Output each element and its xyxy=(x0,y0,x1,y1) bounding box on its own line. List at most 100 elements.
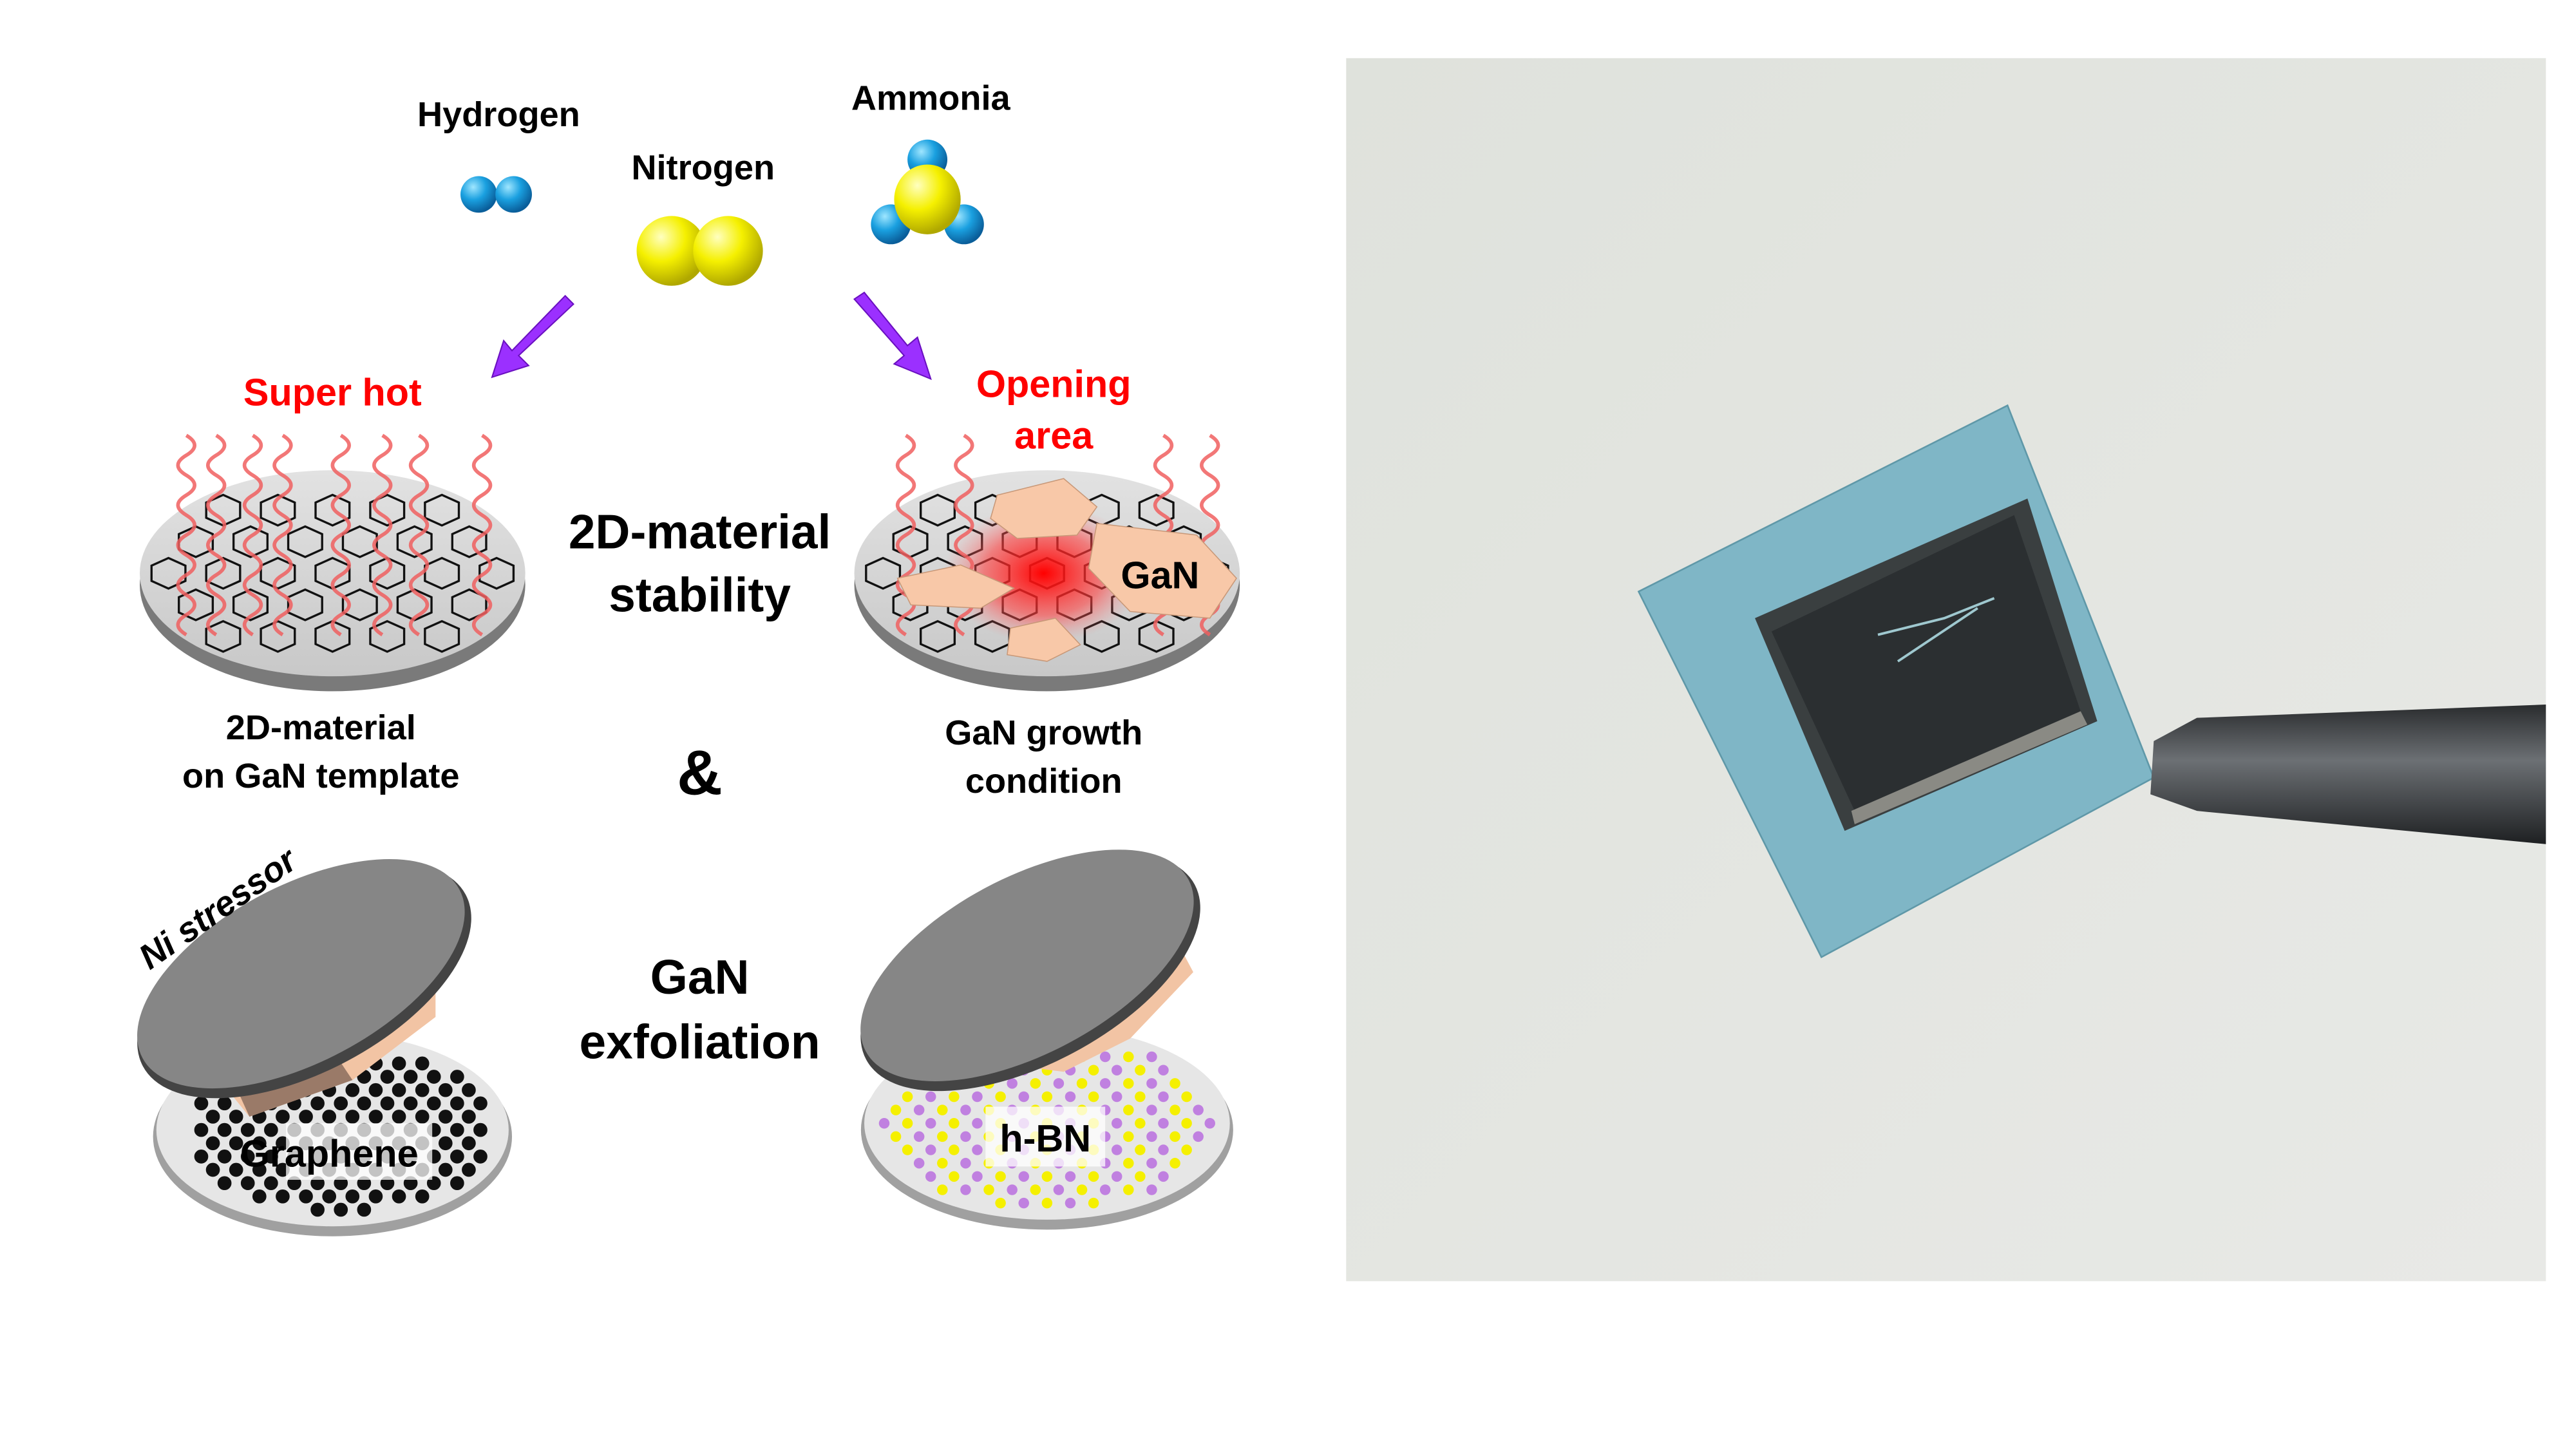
atom xyxy=(1099,1184,1111,1195)
atom xyxy=(1041,1197,1053,1209)
atom xyxy=(1053,1184,1065,1195)
atom xyxy=(1007,1184,1018,1195)
exfoliation-label-line1: GaN xyxy=(650,950,750,1004)
atom xyxy=(415,1189,430,1204)
atom xyxy=(426,1070,441,1084)
atom xyxy=(415,1110,430,1124)
atom xyxy=(240,1122,255,1137)
atom xyxy=(1170,1104,1180,1115)
hexagon xyxy=(1138,620,1175,653)
atom xyxy=(1030,1078,1041,1089)
atom xyxy=(1123,1051,1134,1063)
graphene-label: Graphene xyxy=(240,1132,419,1175)
atom xyxy=(392,1189,406,1204)
atom xyxy=(925,1144,936,1155)
heat-wave xyxy=(242,433,263,637)
atom xyxy=(240,1150,255,1164)
atom xyxy=(1181,1118,1192,1129)
hexagon xyxy=(369,620,406,653)
hexagon xyxy=(205,620,242,653)
graphene-on-gan-disc xyxy=(140,433,526,692)
hexagon xyxy=(424,493,460,527)
atom xyxy=(995,1171,1006,1182)
atom xyxy=(462,1136,476,1151)
atom xyxy=(890,1104,902,1115)
atom xyxy=(1158,1118,1169,1129)
atom xyxy=(1065,1091,1076,1103)
atom xyxy=(1088,1091,1099,1103)
hexagon xyxy=(232,525,269,558)
hexagon xyxy=(369,493,406,527)
atom xyxy=(345,1110,360,1124)
hexagon xyxy=(865,556,902,590)
heat-wave xyxy=(408,433,430,637)
atom xyxy=(310,1202,325,1217)
atom xyxy=(995,1091,1006,1103)
hexagon xyxy=(178,525,214,558)
right-caption-line1: GaN growth xyxy=(945,714,1142,752)
atom xyxy=(937,1131,948,1142)
hexagon xyxy=(314,493,351,527)
atom xyxy=(1158,1091,1169,1103)
atom xyxy=(1088,1197,1099,1209)
atom xyxy=(1193,1104,1204,1115)
atom xyxy=(438,1110,453,1124)
atom xyxy=(357,1096,372,1111)
atom xyxy=(878,1118,890,1129)
left-caption-line2: on GaN template xyxy=(182,757,459,795)
gan-growth-disc: GaN xyxy=(854,433,1240,692)
hexagon xyxy=(150,556,187,590)
atom xyxy=(276,1189,290,1204)
atom xyxy=(1204,1118,1215,1129)
atom xyxy=(229,1110,243,1124)
atom xyxy=(473,1096,488,1111)
atom xyxy=(322,1110,337,1124)
atom xyxy=(972,1144,983,1155)
hexagon xyxy=(396,525,433,558)
atom xyxy=(217,1150,232,1164)
atom xyxy=(1018,1091,1029,1103)
hexagon xyxy=(314,620,351,653)
atom xyxy=(438,1136,453,1151)
sample-photo xyxy=(1346,58,2546,1282)
atom xyxy=(264,1150,278,1164)
hexagon xyxy=(232,588,269,621)
hexagon xyxy=(1138,493,1175,527)
hexagon xyxy=(920,620,956,653)
atom xyxy=(205,1162,220,1177)
atom xyxy=(1170,1157,1180,1169)
atom xyxy=(1146,1131,1157,1142)
atom xyxy=(972,1118,983,1129)
hbn-exfoliation-illustration: h-BN xyxy=(860,849,1233,1230)
atom xyxy=(913,1157,925,1169)
arrow-left-icon xyxy=(491,294,574,379)
hexagon xyxy=(424,620,460,653)
stability-label-line2: stability xyxy=(609,568,791,622)
atom xyxy=(217,1122,232,1137)
heat-wave xyxy=(206,433,227,637)
heat-wave xyxy=(372,433,393,637)
atom xyxy=(1170,1078,1180,1089)
atom xyxy=(1193,1131,1204,1142)
atom xyxy=(415,1056,430,1071)
atom xyxy=(1065,1171,1076,1182)
atom xyxy=(252,1162,267,1177)
atom xyxy=(205,1110,220,1124)
atom xyxy=(1158,1171,1169,1182)
atom xyxy=(345,1083,360,1097)
opening-area-label-line2: area xyxy=(1014,414,1094,457)
atom xyxy=(1111,1091,1122,1103)
stability-label-line1: 2D-material xyxy=(569,504,831,558)
atom xyxy=(983,1184,994,1195)
atom xyxy=(1007,1078,1018,1089)
atom xyxy=(473,1150,488,1164)
atom xyxy=(1099,1078,1111,1089)
atom xyxy=(205,1136,220,1151)
gan-island-label: GaN xyxy=(1121,553,1199,596)
tweezers xyxy=(2150,705,2546,844)
atom xyxy=(438,1083,453,1097)
atom xyxy=(380,1070,395,1084)
atom xyxy=(357,1202,372,1217)
atom xyxy=(925,1171,936,1182)
atom xyxy=(890,1131,902,1142)
